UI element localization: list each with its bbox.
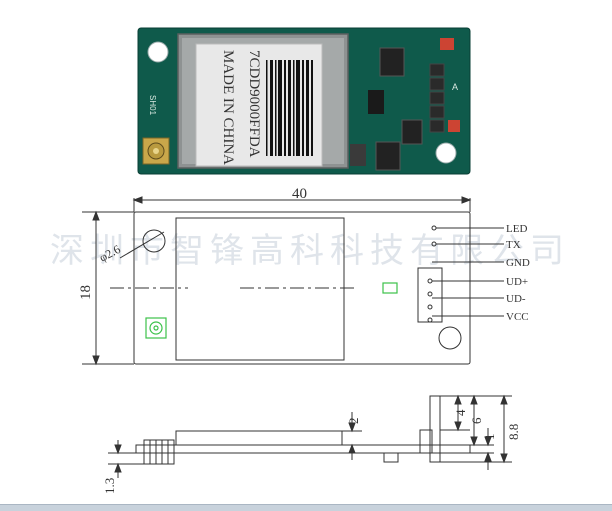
dim-1: 1 — [482, 434, 497, 441]
label-made-in: MADE IN CHINA — [220, 50, 236, 165]
label-module-id: 7CDD9000FFDA — [246, 50, 262, 158]
chip-top — [379, 47, 405, 77]
hole-bottom-right — [438, 326, 462, 350]
dim-1-3: 1.3 — [102, 478, 117, 494]
chip-middle — [401, 119, 423, 145]
pin-header-outline — [417, 267, 443, 323]
top-view-drawing — [82, 196, 504, 366]
side-component — [383, 452, 399, 463]
dim-6: 6 — [469, 417, 484, 424]
silk-label-right: A — [452, 82, 458, 92]
chip-bottom — [375, 141, 401, 171]
led-marker — [382, 282, 398, 294]
side-view-drawing — [108, 394, 512, 478]
pin-label-vcc: VCC — [506, 311, 529, 323]
silk-label-left: SH01 — [148, 95, 157, 116]
antenna-connector — [142, 137, 170, 165]
antenna-marker — [145, 317, 167, 339]
product-label — [195, 43, 323, 167]
pin-label-udminus: UD- — [506, 293, 526, 305]
module-photo: SH01 7CDD9000FFDA MADE IN CHINA — [137, 27, 471, 175]
resistor-array — [368, 90, 384, 114]
window-bottom-bar — [0, 504, 612, 511]
side-connector — [419, 429, 433, 454]
height-dimension: 18 — [78, 285, 94, 300]
pin-label-udplus: UD+ — [506, 276, 528, 288]
dim-component-height: 2 — [346, 418, 361, 425]
width-dimension: 40 — [292, 186, 307, 202]
hole-top-left — [142, 229, 166, 253]
dim-8-8: 8.8 — [506, 424, 521, 440]
dim-4: 4 — [453, 409, 468, 416]
watermark: 深圳市智锋高科科技有限公司 — [50, 231, 570, 271]
pin-labels: LED TX GND UD+ UD- VCC — [506, 223, 530, 323]
pin-label-tx: TX — [506, 239, 521, 251]
inductor — [350, 144, 366, 166]
mount-hole-top-left — [147, 41, 169, 63]
side-shield — [175, 430, 343, 446]
board-outline — [133, 211, 471, 365]
pin-header — [429, 63, 445, 133]
barcode — [266, 60, 313, 156]
pin-label-led: LED — [506, 223, 527, 235]
shield-outline — [175, 217, 345, 361]
pin-label-gnd: GND — [506, 257, 530, 269]
mount-hole-bottom-right — [435, 142, 457, 164]
green-markers — [145, 282, 398, 339]
side-antenna — [143, 439, 175, 465]
